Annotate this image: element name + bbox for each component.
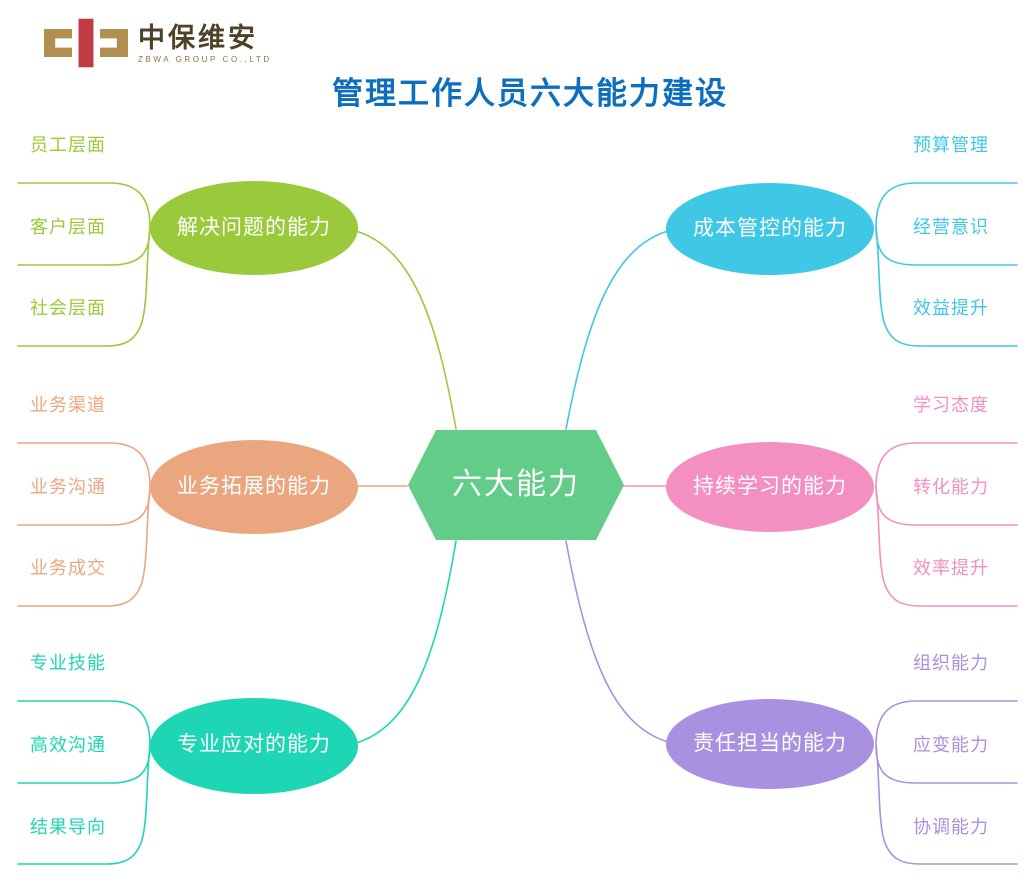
leaf-label[interactable]: 经营意识 [913,217,989,237]
leaf-curve-line [17,744,151,865]
center-connector-line [565,540,669,743]
branch-node-label-professional-response[interactable]: 专业应对的能力 [177,733,331,756]
leaf-label[interactable]: 业务渠道 [30,395,106,415]
leaf-label[interactable]: 预算管理 [913,135,989,155]
leaf-label[interactable]: 社会层面 [30,298,106,318]
branch-responsibility [565,540,1018,865]
leaf-label[interactable]: 效率提升 [913,558,989,578]
branch-business-expansion [17,440,408,607]
company-name-en: ZBWA GROUP CO.,LTD [138,54,272,64]
logo-text: 中保维安 ZBWA GROUP CO.,LTD [138,23,272,64]
center-connector-line [565,230,669,430]
leaf-label[interactable]: 高效沟通 [30,735,106,755]
center-node-label[interactable]: 六大能力 [452,468,580,501]
branch-professional-response [17,540,457,865]
branch-continuous-learning [622,442,1018,607]
branch-node-ellipse-business-expansion[interactable] [150,440,358,534]
branch-node-label-responsibility[interactable]: 责任担当的能力 [693,732,847,755]
branch-node-label-business-expansion[interactable]: 业务拓展的能力 [177,475,331,498]
center-connector-line [355,540,457,744]
branch-node-ellipse-responsibility[interactable] [666,699,874,789]
leaf-label[interactable]: 效益提升 [913,298,989,318]
page-title: 管理工作人员六大能力建设 [332,76,728,111]
leaf-label[interactable]: 学习态度 [913,395,989,415]
leaf-label[interactable]: 结果导向 [30,817,106,837]
branch-solve-problems [17,181,457,430]
branch-node-label-continuous-learning[interactable]: 持续学习的能力 [693,475,847,498]
leaf-label[interactable]: 客户层面 [30,217,106,237]
leaf-label[interactable]: 应变能力 [913,735,989,755]
center-node-hexagon[interactable] [408,430,624,540]
center-connector-line [355,230,457,430]
logo-mark-icon [44,18,128,68]
branch-node-ellipse-continuous-learning[interactable] [666,442,874,532]
leaf-curve-line [875,226,1018,347]
leaf-curve-line [17,486,151,607]
leaf-curve-line [875,744,1018,865]
leaf-label[interactable]: 业务成交 [30,558,106,578]
branch-node-ellipse-professional-response[interactable] [150,698,358,794]
leaf-curve-line [17,226,151,347]
company-logo: 中保维安 ZBWA GROUP CO.,LTD [44,16,272,70]
branch-cost-control [565,182,1018,430]
leaf-label[interactable]: 转化能力 [913,477,989,497]
leaf-label[interactable]: 业务沟通 [30,477,106,497]
leaf-label[interactable]: 专业技能 [30,653,106,673]
branch-node-label-cost-control[interactable]: 成本管控的能力 [693,217,847,240]
leaf-label[interactable]: 协调能力 [913,817,989,837]
branch-node-ellipse-solve-problems[interactable] [150,181,358,275]
leaf-label[interactable]: 组织能力 [913,653,989,673]
leaf-label[interactable]: 员工层面 [30,135,106,155]
company-name-cn: 中保维安 [138,22,258,53]
leaf-curve-line [875,486,1018,607]
branch-node-ellipse-cost-control[interactable] [666,183,874,275]
branch-node-label-solve-problems[interactable]: 解决问题的能力 [177,216,331,239]
